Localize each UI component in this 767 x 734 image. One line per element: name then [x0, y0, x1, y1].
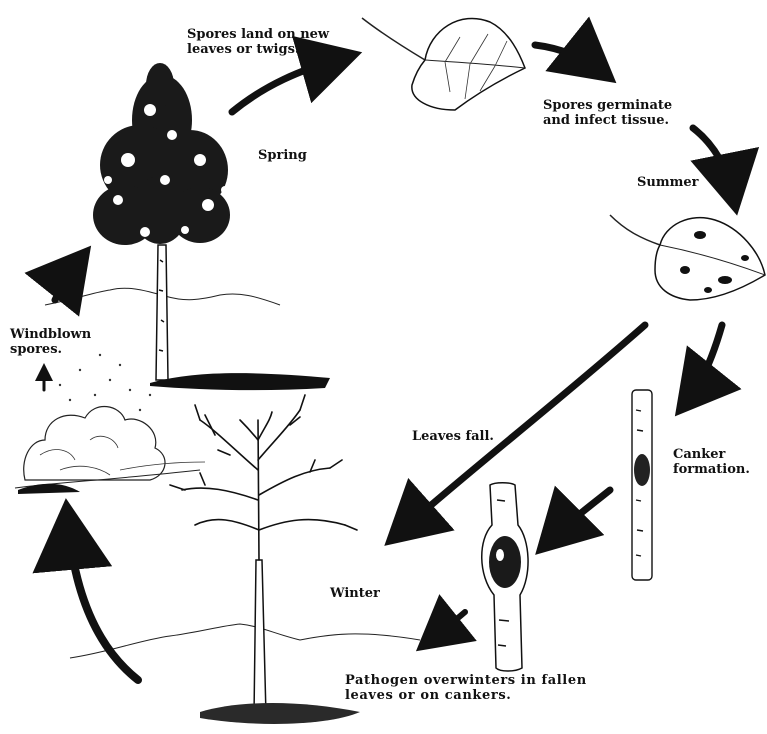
label-spring: Spring	[258, 148, 307, 163]
label-spores-germinate: Spores germinate and infect tissue.	[543, 98, 672, 128]
label-leaves-fall: Leaves fall.	[412, 429, 494, 444]
arrow-spring-to-leaf	[232, 58, 342, 112]
arrow-canker-to-stem	[550, 490, 610, 540]
arrow-to-summer-leaf	[693, 128, 733, 195]
arrow-leaf-to-germinate	[535, 45, 600, 70]
cankered-twig-illustration	[632, 390, 652, 580]
arrow-stem-to-pathogen	[430, 612, 465, 640]
label-windblown-spores: Windblown spores.	[10, 327, 91, 357]
arrow-spores-to-spring	[55, 262, 78, 300]
infected-leaf-illustration	[610, 215, 765, 300]
cankered-stem-illustration	[482, 483, 528, 671]
label-pathogen-overwinters: Pathogen overwinters in fallen leaves or…	[345, 673, 587, 703]
label-canker-formation: Canker formation.	[673, 447, 750, 477]
arrow-leaf-to-canker	[688, 325, 722, 400]
label-winter: Winter	[330, 586, 380, 601]
label-spores-land: Spores land on new leaves or twigs.	[187, 27, 329, 57]
label-summer: Summer	[637, 175, 698, 190]
new-leaf-illustration	[362, 18, 525, 110]
